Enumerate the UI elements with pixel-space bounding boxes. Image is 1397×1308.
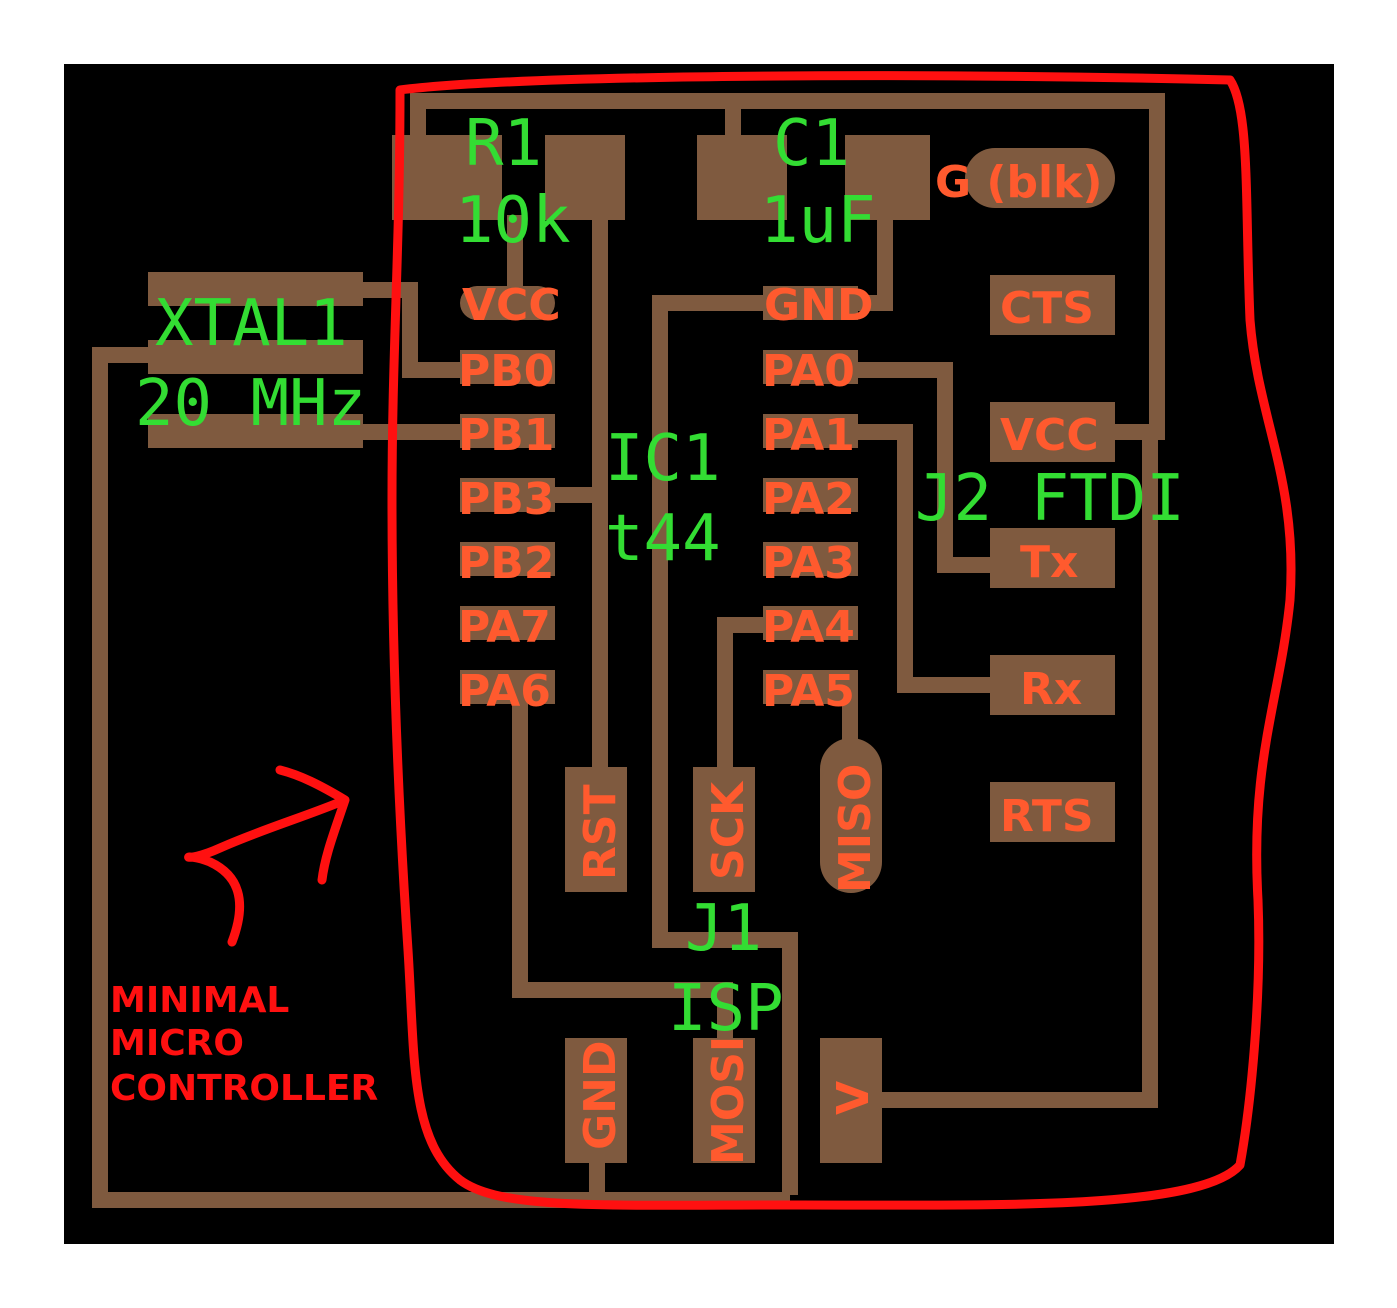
xtal-pad-3 [148,414,363,448]
ic-pin-label-right: PA1 [762,410,855,461]
isp-label-v: V [828,1081,879,1115]
ic-pad-l3 [460,414,555,448]
ic-pad-l6 [460,606,555,640]
ic-pin-label-left: PA7 [458,602,551,653]
ic-pin-label-left: PB2 [458,538,554,589]
copper-pads [148,135,1115,1163]
r1-ref: R1 [465,107,542,181]
isp-label-mosi: MOSI [703,1036,754,1165]
isp-pad-v [820,1038,882,1163]
ic-pin-label-right: PA5 [762,666,855,717]
annotation-line: MINIMAL [110,980,289,1021]
highlight-outline [387,71,1296,1210]
xtal-pad-2 [148,340,363,374]
ic-pin-label-right: PA3 [762,538,855,589]
ftdi-pad-vcc [990,402,1115,462]
ftdi-pad-cts [990,275,1115,335]
isp-label-miso: MISO [830,764,881,893]
ic-pad-r5 [763,542,858,576]
ic-pad-l2 [460,350,555,384]
r1-value: 10k [455,184,571,258]
j1-value: ISP [668,972,784,1046]
ic-pin-label-left: PB0 [458,346,554,397]
isp-label-rst: RST [575,784,626,880]
ic-pad-r4 [763,478,858,512]
annotation-line: MICRO [110,1023,244,1064]
ftdi-pad-tx [990,528,1115,588]
c1-pad-left [697,135,787,220]
ic-pin-label-left: PB3 [458,474,554,525]
ic-pin-label-left: PB1 [458,410,554,461]
ic-pin-label-right: GND [764,280,873,331]
ic-pin-label-right: PA0 [762,346,855,397]
ic-pad-r7 [763,670,858,704]
ic-pin-label-left: PA6 [458,666,551,717]
ic-pad-l1 [460,286,555,320]
c1-pad-right [845,135,930,220]
pin-labels: VCC PB0 PB1 PB3 PB2 PA7 PA6 GND PA0 PA1 … [458,157,1103,1165]
isp-pad-mosi [693,1038,755,1163]
ic-pad-r6 [763,606,858,640]
isp-pad-gnd [565,1038,627,1163]
c1-value: 1uF [760,184,876,258]
arrow-icon [184,765,350,947]
ic-ref: IC1 [605,422,721,496]
ftdi-label-rts: RTS [1000,791,1094,842]
ic-pad-l4 [460,478,555,512]
ic-pad-r3 [763,414,858,448]
annotation-line: CONTROLLER [110,1068,378,1109]
ftdi-label-vcc: VCC [1000,410,1099,461]
ftdi-label-rx: Rx [1020,664,1082,715]
isp-pad-rst [565,767,627,892]
ic-pin-label-right: PA4 [762,602,855,653]
ftdi-pad-rts [990,782,1115,842]
ftdi-label-cts: CTS [1000,283,1094,334]
c1-ref: C1 [773,107,850,181]
ic-pad-l7 [460,670,555,704]
ic-pad-r1 [763,286,858,320]
ic-value: t44 [605,502,721,576]
xtal-pad-1 [148,272,363,306]
r1-pad-left [392,135,502,220]
j1-ref: J1 [685,892,762,966]
annotation-text: MINIMAL MICRO CONTROLLER [110,980,378,1109]
isp-pad-sck [693,767,755,892]
xtal-value: 20 MHz [135,367,366,441]
j2-ref: J2 FTDI [915,462,1185,536]
component-labels: R1 10k C1 1uF XTAL1 20 MHz IC1 t44 J1 IS… [135,107,1185,1046]
ftdi-label-gnd: G (blk) [935,157,1103,208]
r1-pad-right [545,135,625,220]
xtal-ref: XTAL1 [155,287,348,361]
isp-pad-miso [820,738,882,893]
ic-pad-l5 [460,542,555,576]
ic-pin-label-right: PA2 [762,474,855,525]
ftdi-label-tx: Tx [1020,537,1078,588]
copper-traces [92,93,1165,1208]
marker-annotation [184,71,1296,1210]
ftdi-pad-rx [990,655,1115,715]
ic-pad-r2 [763,350,858,384]
ftdi-pad-gnd [965,148,1115,208]
isp-label-gnd: GND [575,1041,626,1150]
isp-label-sck: SCK [703,780,754,880]
ic-pin-label-left: VCC [462,280,561,331]
